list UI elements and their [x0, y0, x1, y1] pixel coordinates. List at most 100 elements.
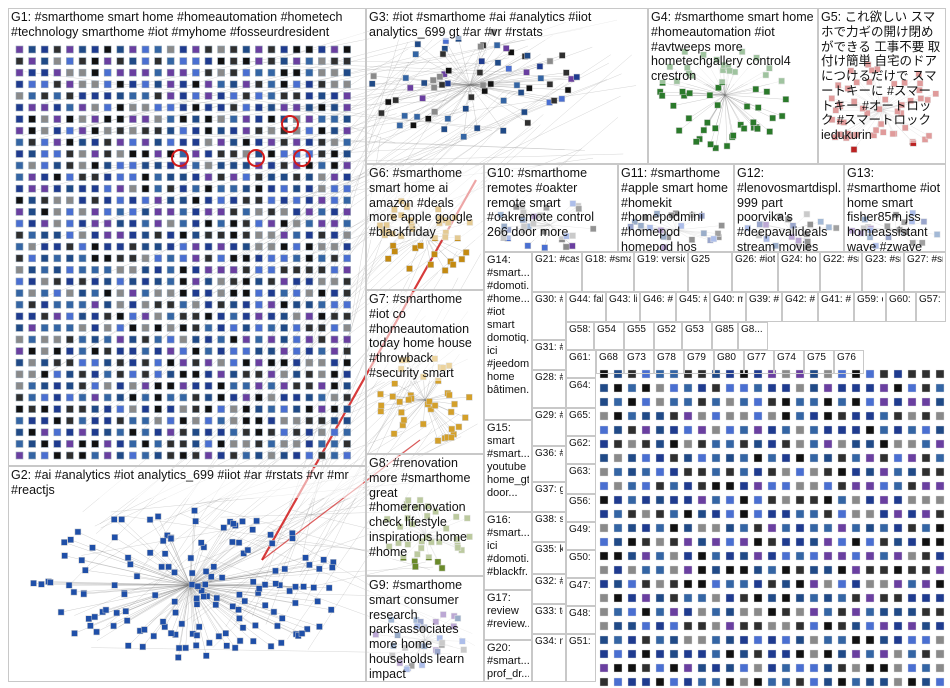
- node-g1: [15, 242, 24, 251]
- node-g1: [103, 289, 112, 297]
- node-small-group: [879, 537, 889, 547]
- node-g1: [40, 115, 49, 123]
- node-g1: [242, 393, 251, 402]
- node-g1: [305, 208, 314, 216]
- node-g1: [53, 324, 62, 332]
- node-g1: [255, 289, 263, 297]
- node-g1: [267, 208, 276, 216]
- node-g1: [66, 289, 74, 297]
- node-small-group: [837, 509, 847, 519]
- node-g1: [318, 231, 326, 239]
- node-g1: [78, 231, 87, 239]
- node-g1: [40, 451, 49, 460]
- node-g1: [40, 277, 49, 286]
- node-g1: [255, 405, 263, 413]
- node-g1: [53, 254, 62, 263]
- node-small-group: [641, 565, 651, 575]
- node-small-group: [627, 635, 637, 645]
- node-g1: [53, 405, 62, 413]
- node-small-group: [795, 537, 805, 547]
- node-small-group: [697, 593, 707, 603]
- node-g1: [305, 440, 314, 448]
- node-g1: [15, 300, 24, 309]
- node-g2: [255, 585, 263, 592]
- node-g1: [330, 335, 339, 344]
- node-g2: [154, 513, 162, 520]
- node-small-group: [655, 663, 665, 673]
- node-g1: [116, 347, 125, 355]
- node-g1: [204, 254, 213, 263]
- node-g2: [146, 549, 154, 557]
- node-small-group: [907, 523, 917, 533]
- edge: [136, 576, 191, 586]
- node-g1: [267, 80, 276, 89]
- node-g1: [154, 382, 162, 390]
- node-g1: [91, 347, 99, 355]
- node-g1: [229, 289, 238, 297]
- node-g2: [61, 539, 68, 546]
- node-small-group: [669, 663, 679, 673]
- group-cell-g61: G61: goo...: [566, 350, 596, 378]
- node-g1: [217, 382, 225, 390]
- node-g1: [179, 335, 188, 344]
- node-small-group: [795, 439, 805, 449]
- node-small-group: [907, 593, 917, 603]
- edge: [45, 27, 428, 103]
- node-small-group: [893, 369, 903, 379]
- edge: [724, 94, 734, 136]
- node-g1: [217, 219, 225, 228]
- node-g2: [286, 587, 293, 595]
- node-g2: [231, 644, 239, 652]
- node-g1: [255, 416, 263, 425]
- edge: [724, 94, 759, 108]
- node-g1: [116, 161, 125, 170]
- node-small-group: [697, 397, 707, 407]
- node-small-group: [795, 369, 805, 379]
- node-small-group: [627, 383, 637, 393]
- node-g1: [267, 312, 276, 321]
- node-g1: [305, 405, 314, 413]
- node-g1: [28, 68, 36, 77]
- node-g1: [229, 173, 238, 181]
- group-cell-g55: G55: [624, 322, 654, 350]
- edge: [405, 77, 471, 86]
- node-small-group: [879, 565, 889, 575]
- node-small-group: [599, 467, 609, 477]
- node-g1: [40, 150, 49, 158]
- node-g4: [707, 141, 714, 148]
- node-small-group: [781, 593, 791, 603]
- node-g1: [141, 68, 150, 77]
- group-cell-g79: G79: [684, 350, 714, 374]
- node-g1: [78, 416, 87, 425]
- group-cell-g14: G14: #smart... #domoti... #home... #iot …: [484, 252, 532, 420]
- node-g1: [129, 173, 137, 181]
- node-small-group: [837, 579, 847, 589]
- node-g1: [179, 382, 188, 390]
- node-g1: [15, 219, 24, 228]
- node-g1: [154, 138, 162, 147]
- node-g2: [125, 642, 132, 649]
- edge: [178, 584, 191, 649]
- node-small-group: [781, 397, 791, 407]
- node-g1: [15, 150, 24, 158]
- node-g1: [40, 440, 49, 448]
- node-g1: [141, 57, 150, 65]
- node-small-group: [725, 537, 735, 547]
- group-cell-g31: G31: #sm...: [532, 340, 566, 370]
- node-g10: [562, 243, 570, 251]
- node-g1: [217, 289, 225, 297]
- node-g1: [343, 92, 351, 100]
- node-g1: [192, 451, 200, 460]
- node-small-group: [669, 439, 679, 449]
- node-g1: [204, 370, 213, 379]
- node-g4: [712, 144, 719, 152]
- node-g1: [166, 92, 175, 100]
- node-g1: [166, 312, 175, 321]
- node-small-group: [767, 565, 777, 575]
- node-g1: [204, 45, 213, 54]
- node-small-group: [837, 453, 847, 463]
- node-small-group: [921, 649, 931, 659]
- node-g1: [141, 126, 150, 135]
- edge: [444, 48, 471, 86]
- node-g1: [40, 196, 49, 205]
